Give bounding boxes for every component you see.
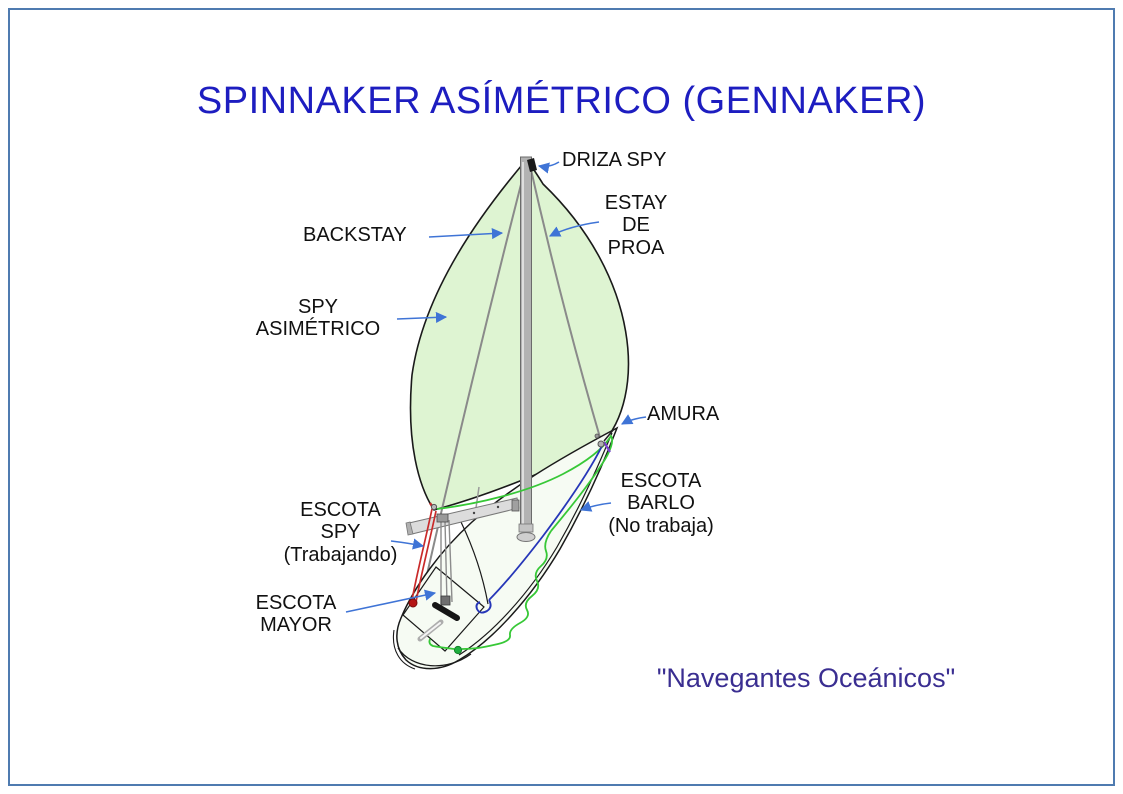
label-amura: AMURA <box>647 403 720 425</box>
green-rope-coil-dot <box>453 645 463 655</box>
mast-collar <box>518 523 534 533</box>
bow-tack-link <box>603 428 615 442</box>
green-rope-tail <box>428 638 455 650</box>
escota-spy-rope-red <box>415 510 437 603</box>
mast-base <box>516 532 536 542</box>
gooseneck-fitting <box>511 499 520 512</box>
spinnaker-sail <box>409 157 630 511</box>
tiller-highlight <box>420 622 441 639</box>
backstay-arrow <box>428 227 504 240</box>
mainsheet-line <box>448 519 453 603</box>
forestay-shackle <box>594 433 600 439</box>
spy-asimetrico-arrow <box>396 311 448 324</box>
driza-spy-arrow <box>537 161 560 174</box>
clew-fitting <box>430 503 438 511</box>
escota-barlo-arrow <box>579 501 612 512</box>
boom-rivet <box>496 505 500 509</box>
boom-end-cap <box>405 521 414 536</box>
tack-fitting <box>597 440 605 448</box>
estay-de-proa-arrow <box>548 221 600 237</box>
boom-rivet <box>472 511 476 515</box>
label-escota-spy: ESCOTA SPY (Trabajando) <box>283 499 398 566</box>
label-escota-mayor: ESCOTA MAYOR <box>255 592 337 637</box>
credit-text: "Navegantes Oceánicos" <box>656 663 956 693</box>
transom-curve <box>392 629 416 670</box>
escota-spy-rope-red <box>411 508 433 601</box>
escota-mayor-arrow <box>345 589 437 613</box>
label-driza-spy: DRIZA SPY <box>562 149 667 171</box>
forestay-line <box>528 160 602 442</box>
escota-spy-arrow <box>390 538 425 550</box>
tack-purple-shackle <box>603 441 611 453</box>
red-cleat-dot <box>408 598 418 608</box>
label-backstay: BACKSTAY <box>303 224 407 246</box>
escota-barlo-rope-green <box>436 434 614 532</box>
deck-cabin-line <box>460 521 489 605</box>
escota-barlo-rope-green-wavy <box>461 530 552 650</box>
sheer-line <box>458 432 613 656</box>
label-estay-de-proa: ESTAY DE PROA <box>604 192 668 259</box>
mainsheet-lower-block <box>440 595 451 606</box>
amura-arrow <box>621 414 647 425</box>
mainsheet-upper-block <box>436 513 449 523</box>
page-title: SPINNAKER ASÍMÉTRICO (GENNAKER) <box>196 80 927 122</box>
label-escota-barlo: ESCOTA BARLO (No trabaja) <box>608 470 714 537</box>
blue-deck-rope <box>488 445 603 601</box>
label-spy-asimetrico: SPY ASIMÉTRICO <box>255 296 381 341</box>
mainsheet-traveler <box>432 602 460 621</box>
blue-rope-hook <box>475 599 492 614</box>
masthead-halyard-fitting <box>527 158 537 172</box>
stern-hull-curve <box>397 647 472 667</box>
mainsheet-line <box>444 520 448 604</box>
